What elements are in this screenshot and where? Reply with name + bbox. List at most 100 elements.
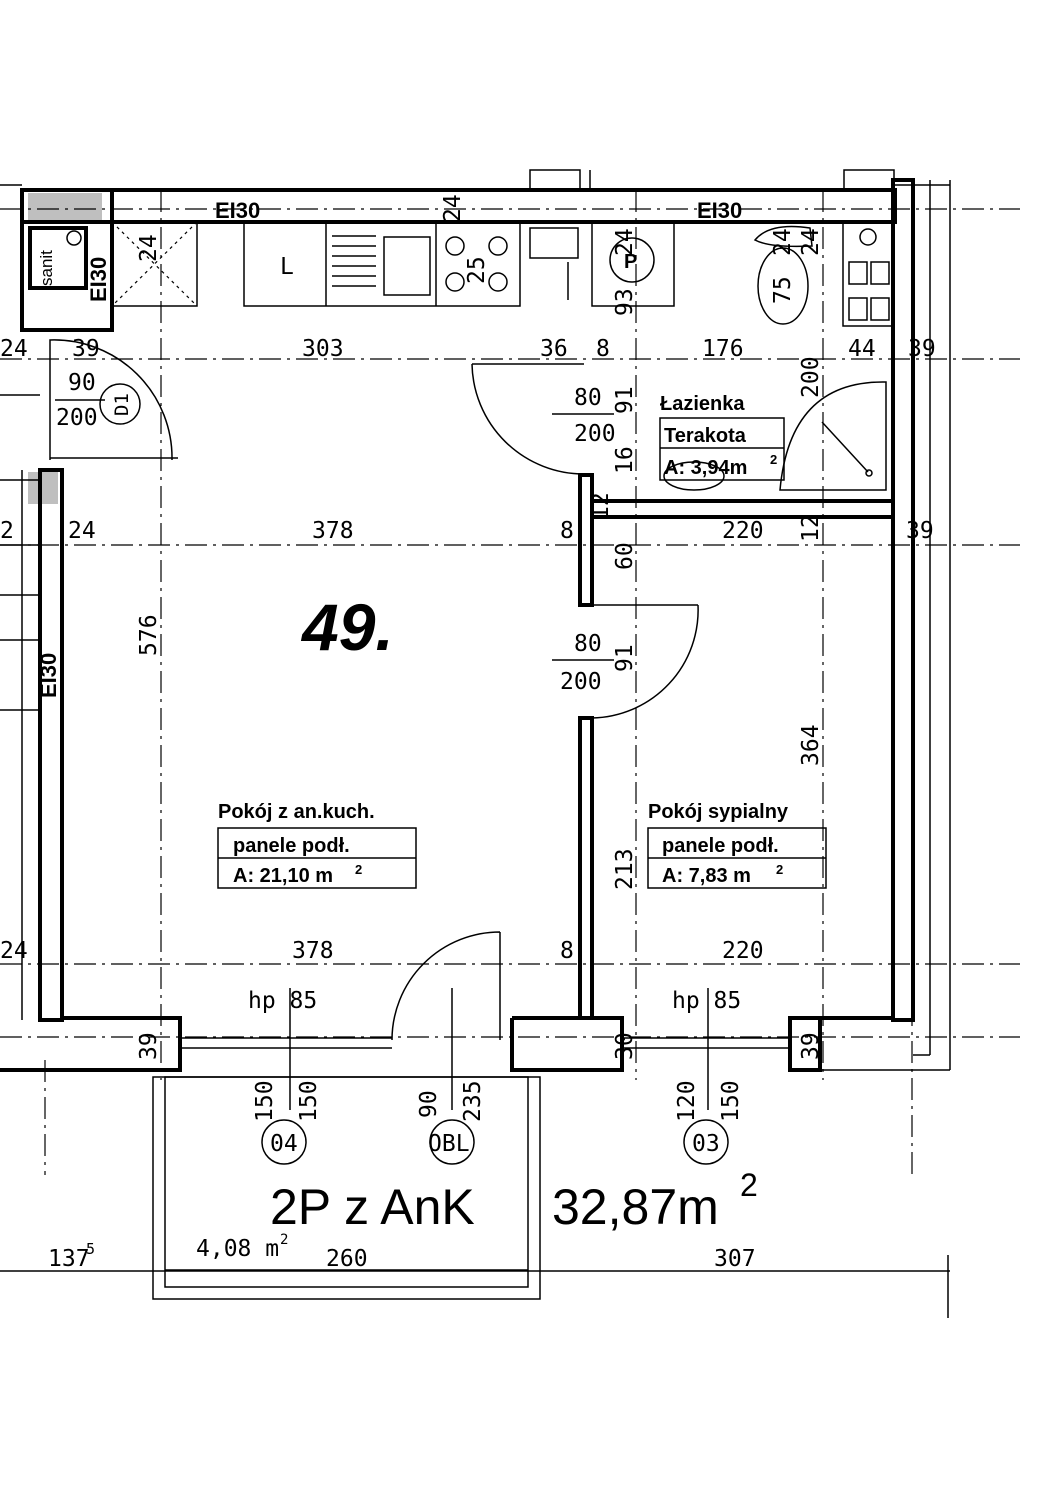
svg-text:2: 2	[355, 862, 362, 877]
washer-label: P	[624, 251, 637, 273]
window-04-marker	[261, 1119, 307, 1165]
svg-text:80: 80	[574, 631, 602, 657]
svg-text:200: 200	[574, 421, 616, 447]
svg-text:260: 260	[326, 1246, 368, 1272]
svg-text:8: 8	[560, 938, 574, 964]
svg-text:120: 120	[674, 1080, 700, 1122]
svg-text:2: 2	[776, 862, 783, 877]
svg-text:25: 25	[464, 256, 490, 284]
svg-text:176: 176	[702, 336, 744, 362]
svg-text:24: 24	[0, 336, 28, 362]
bathroom-name: Łazienka	[660, 393, 745, 415]
living-name: Pokój z an.kuch.	[218, 801, 375, 823]
svg-text:8: 8	[560, 518, 574, 544]
svg-text:39: 39	[72, 336, 100, 362]
window-03-marker	[683, 1119, 729, 1165]
total-area-superscript: 2	[740, 1167, 758, 1203]
bedroom-floor: panele podł.	[662, 835, 779, 857]
svg-text:150: 150	[252, 1080, 278, 1122]
total-area: 32,87m	[552, 1179, 719, 1235]
symbol-markers: D1 04 OBL 03	[99, 383, 729, 1165]
toilet-icon	[757, 247, 809, 325]
balcony	[152, 1076, 541, 1300]
fire-rating-shaft: EI30	[86, 257, 111, 302]
dimensions-horizontal: 24 39 303 36 8 176 44 39 90 200 80 200 2…	[0, 336, 936, 1272]
svg-text:8: 8	[596, 336, 610, 362]
sanit-box: sanit	[28, 226, 88, 290]
svg-text:93: 93	[612, 288, 638, 316]
sink-lines	[332, 235, 376, 287]
door-d1-marker	[99, 383, 141, 425]
svg-text:12: 12	[588, 492, 614, 520]
svg-text:80: 80	[574, 385, 602, 411]
bathroom-floor: Terakota	[664, 425, 747, 447]
svg-text:24: 24	[68, 518, 96, 544]
svg-text:303: 303	[302, 336, 344, 362]
sanit-label: sanit	[37, 250, 56, 286]
svg-text:200: 200	[56, 405, 98, 431]
svg-text:137: 137	[48, 1246, 90, 1272]
svg-text:24: 24	[136, 234, 162, 262]
balcony-door-marker	[429, 1119, 475, 1165]
svg-text:378: 378	[312, 518, 354, 544]
svg-text:91: 91	[612, 386, 638, 414]
bath-door-swing	[471, 363, 585, 475]
svg-text:213: 213	[612, 848, 638, 890]
svg-text:39: 39	[906, 518, 934, 544]
doors	[49, 339, 709, 1110]
dimensions-vertical: 576 364 213 91 16 12 60 91 200 12 93 24 …	[136, 194, 824, 1122]
svg-text:44: 44	[848, 336, 876, 362]
svg-text:200: 200	[560, 669, 602, 695]
svg-text:91: 91	[612, 644, 638, 672]
svg-text:24: 24	[770, 228, 796, 256]
svg-text:24: 24	[0, 938, 28, 964]
bed-door-swing	[591, 604, 699, 719]
svg-text:OBL: OBL	[428, 1131, 470, 1157]
fire-rating-top-left: EI30	[215, 198, 260, 223]
svg-text:hp 85: hp 85	[248, 988, 317, 1014]
svg-text:364: 364	[798, 724, 824, 766]
svg-text:03: 03	[692, 1131, 720, 1157]
walls	[0, 169, 951, 1072]
door-d1-swing	[49, 339, 173, 461]
svg-text:2: 2	[770, 452, 777, 467]
bedroom-area: A: 7,83 m	[662, 865, 751, 887]
svg-text:150: 150	[718, 1080, 744, 1122]
svg-text:90: 90	[416, 1090, 442, 1118]
kitchen-unit: L	[243, 221, 579, 307]
fire-rating-top-right: EI30	[697, 198, 742, 223]
svg-text:2: 2	[0, 518, 14, 544]
bathroom-area: A: 3,94m	[664, 457, 747, 479]
svg-text:235: 235	[460, 1080, 486, 1122]
room-bedroom: Pokój sypialny panele podł. A: 7,83 m 2	[647, 801, 827, 889]
svg-text:150: 150	[296, 1080, 322, 1122]
bedroom-name: Pokój sypialny	[648, 801, 789, 823]
washer-icon	[609, 237, 655, 283]
svg-text:378: 378	[292, 938, 334, 964]
room-living: Pokój z an.kuch. panele podł. A: 21,10 m…	[217, 801, 417, 889]
svg-text:4,08 m: 4,08 m	[196, 1236, 279, 1262]
svg-text:24: 24	[440, 194, 466, 222]
svg-text:2: 2	[280, 1232, 288, 1248]
shower-tray-icon	[779, 381, 887, 491]
svg-text:16: 16	[612, 446, 638, 474]
balcony-door-swing	[391, 931, 501, 1041]
svg-text:hp 85: hp 85	[672, 988, 741, 1014]
valve-icon	[859, 228, 877, 246]
svg-text:307: 307	[714, 1246, 756, 1272]
svg-text:75: 75	[770, 276, 796, 304]
balcony-area-label: 4,08 m 2	[196, 1232, 288, 1262]
svg-text:12: 12	[798, 514, 824, 542]
room-bathroom: Łazienka Terakota A: 3,94m 2	[659, 393, 785, 481]
fire-rating-corridor: EI30	[36, 653, 61, 698]
kitchen-sink-label: L	[280, 254, 294, 280]
unit-number: 49.	[300, 590, 394, 664]
svg-text:24: 24	[612, 228, 638, 256]
svg-text:576: 576	[136, 614, 162, 656]
svg-text:220: 220	[722, 518, 764, 544]
unit-type: 2P z AnK	[270, 1179, 475, 1235]
svg-text:36: 36	[540, 336, 568, 362]
svg-text:24: 24	[798, 228, 824, 256]
svg-text:39: 39	[798, 1032, 824, 1060]
